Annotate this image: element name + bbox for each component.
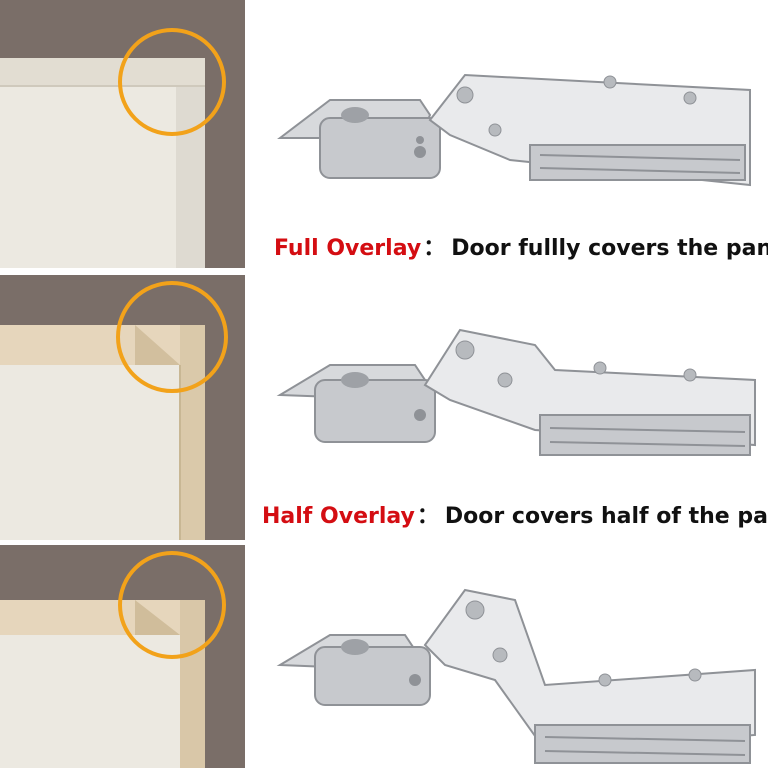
half-crank-hinge-image: [275, 320, 768, 469]
half-crank-hinge-icon: [276, 328, 756, 456]
full-overlay-illustration: [0, 0, 245, 268]
full-crank-hinge-image: [275, 585, 768, 772]
half-overlay-caption: Half Overlay：Door covers half of the pan…: [0, 498, 768, 530]
straight-arm-hinge-image: [270, 60, 768, 194]
caption-term: Half Overlay: [262, 504, 415, 529]
caption-term: Full Overlay: [274, 236, 422, 261]
full-crank-hinge-icon: [276, 588, 756, 764]
caption-description: Door covers half of the pane: [444, 504, 768, 529]
cabinet-corner-full-overlay-icon: [0, 0, 245, 268]
cabinet-corner-inset-icon: [0, 545, 245, 768]
straight-arm-hinge-icon: [277, 73, 751, 187]
full-overlay-caption: Full Overlay：Door fullly covers the pane: [0, 230, 768, 262]
cabinet-corner-half-overlay-icon: [0, 275, 245, 540]
half-overlay-illustration: [0, 275, 245, 540]
inset-illustration: [0, 545, 245, 768]
caption-separator: ：: [423, 236, 446, 261]
caption-separator: ：: [416, 504, 439, 529]
caption-description: Door fullly covers the pane: [451, 236, 768, 261]
